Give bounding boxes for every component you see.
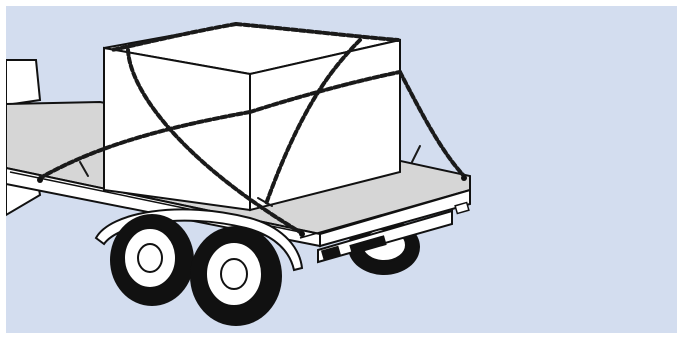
cargo-box [104, 24, 400, 210]
front-wheel-right [190, 226, 282, 326]
illustration-panel [6, 6, 677, 333]
trailer-illustration [6, 6, 677, 333]
front-wheel-left [110, 214, 194, 306]
